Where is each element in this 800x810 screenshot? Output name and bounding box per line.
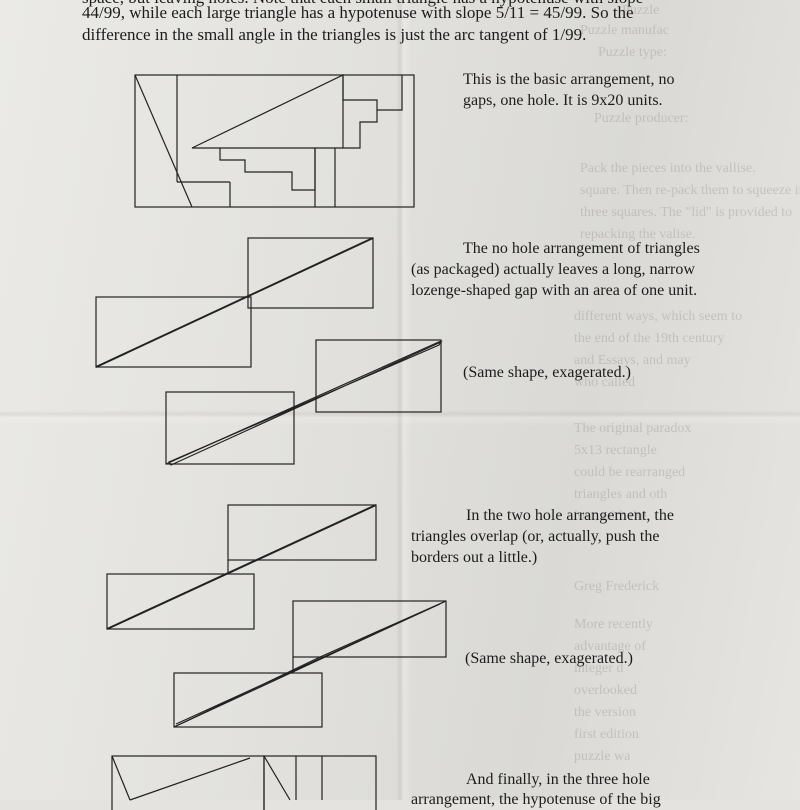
figure-no-hole [95,237,374,368]
left-block [111,755,265,810]
caption-twohole-line2: triangles overlap (or, actually, push th… [411,528,660,545]
piece-edge [342,75,403,111]
long-hypotenuse [95,237,374,368]
ghost-line: Greg Frederick [574,579,660,594]
ghost-line: the end of the 19th century [574,331,725,346]
ghost-line: first edition [574,727,639,742]
stair-piece [219,148,316,191]
piece-edge [343,110,378,149]
lozenge-gap [168,340,443,466]
ghost-line: More recently [574,617,653,632]
ghost-line: repacking the valise. [580,227,696,242]
small-triangle-hypotenuse [111,755,131,801]
ghost-line: advantage of [574,639,646,654]
ghost-line: lost, with the [574,509,647,524]
ghost-line: could be rearranged [574,465,686,480]
right-block [263,755,377,810]
ghost-line: three squares. The "lid" is provided to [580,205,793,220]
lower-rectangle [173,672,323,728]
long-hypotenuse [106,504,377,630]
small-triangle-hypotenuse [134,74,193,208]
hypotenuse [165,340,442,465]
ghost-line: overlooked [574,683,637,698]
lower-rectangle [106,573,255,630]
intro-line: difference in the small angle in the tri… [82,25,587,44]
hypotenuse-bent [173,600,447,728]
figure-three-hole [111,755,377,810]
figure-basic-arrangement [134,74,415,208]
caption-nohole-line3: lozenge-shaped gap with an area of one u… [411,282,698,299]
ghost-line: the version [574,705,636,720]
lower-rectangle [165,391,295,465]
caption-twohole-line1: In the two hole arrangement, the [466,507,674,524]
ghost-line: Puzzle type: [598,45,667,60]
intro-line: space, but leaving holes. Note that each… [82,0,643,8]
ghost-line: Puzzle producer: [594,111,689,126]
figure-two-hole [106,504,377,630]
caption-basic-line1: This is the basic arrangement, no [463,71,675,88]
ghost-line: square. Then re-pack them to squeeze in [580,183,800,198]
caption-same-shape-1: (Same shape, exagerated.) [463,364,631,381]
figure-no-hole-exaggerated [165,339,443,466]
ghost-line: The original paradox [574,421,692,436]
ghost-line: triangles and oth [574,487,668,502]
ghost-line: Puzzle [622,3,660,18]
intro-line: 44/99, while each large triangle has a h… [82,3,634,22]
large-triangle [191,74,344,149]
piece-edge [263,755,291,801]
caption-nohole-line1: The no hole arrangement of triangles [463,240,700,257]
ghost-line: and Essays, and may [574,353,691,368]
upper-rectangle [227,504,377,561]
upper-rectangle [292,600,447,658]
caption-final-line1: And finally, in the three hole [466,771,650,788]
upper-rectangle [247,237,374,309]
caption-same-shape-2: (Same shape, exagerated.) [465,650,633,667]
ghost-line: Puzzle manufac [580,23,670,38]
large-hypotenuse [129,757,251,801]
outer-rectangle [134,74,415,208]
caption-basic-line2: gaps, one hole. It is 9x20 units. [463,92,663,109]
ghost-line: puzzle wa [574,749,631,764]
caption-twohole-line3: borders out a little.) [411,549,538,566]
caption-nohole-line2: (as packaged) actually leaves a long, na… [411,261,695,278]
lower-rectangle [95,296,252,368]
overlap-line [175,603,441,725]
figure-two-hole-exaggerated [173,600,447,728]
ghost-line: integer d [574,661,624,676]
ghost-line: who called [574,375,636,390]
ghost-line: Pack the pieces into the vallise. [580,161,756,176]
ghost-line: different ways, which seem to [574,309,743,324]
ghost-line: 5x13 rectangle [574,443,657,458]
upper-rectangle [315,339,442,413]
